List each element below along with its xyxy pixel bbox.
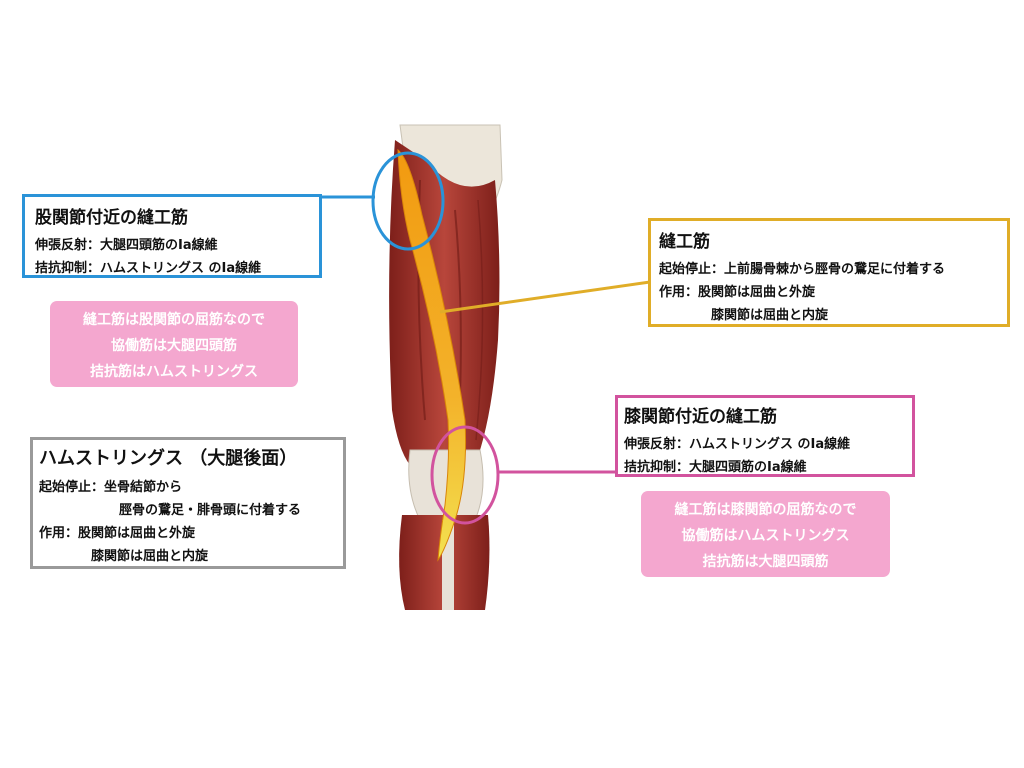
hip-note-line3: 拮抗筋はハムストリングス xyxy=(90,364,258,380)
hamstrings-box-line1: 起始停止：坐骨結節から xyxy=(39,480,183,495)
knee-box-title: 膝関節付近の縫工筋 xyxy=(624,407,777,427)
sartorius-box: 縫工筋 起始停止：上前腸骨棘から脛骨の鵞足に付着する 作用：股関節は屈曲と外旋 … xyxy=(648,218,1010,327)
thigh-muscle-illustration xyxy=(389,124,503,610)
knee-note-line3: 拮抗筋は大腿四頭筋 xyxy=(702,554,829,570)
hip-box-title: 股関節付近の縫工筋 xyxy=(35,208,188,228)
hip-note-line2: 協働筋は大腿四頭筋 xyxy=(111,338,237,354)
hamstrings-box-line2: 脛骨の鵞足・腓骨頭に付着する xyxy=(119,503,302,518)
hip-box-line2: 拮抗抑制：ハムストリングス のⅠa線維 xyxy=(35,261,262,276)
hip-note-line1: 縫工筋は股関節の屈筋なので xyxy=(83,312,265,328)
hamstrings-box: ハムストリングス （大腿後面） 起始停止：坐骨結節から 脛骨の鵞足・腓骨頭に付着… xyxy=(30,437,346,569)
sartorius-box-line3: 膝関節は屈曲と内旋 xyxy=(711,308,829,323)
hamstrings-box-line4: 膝関節は屈曲と内旋 xyxy=(91,549,209,564)
knee-note: 縫工筋は膝関節の屈筋なので 協働筋はハムストリングス 拮抗筋は大腿四頭筋 xyxy=(641,491,890,577)
hip-box-line1: 伸張反射：大腿四頭筋のⅠa線維 xyxy=(35,238,218,253)
knee-box-line2: 拮抗抑制：大腿四頭筋のⅠa線維 xyxy=(624,460,807,475)
knee-note-line1: 縫工筋は膝関節の屈筋なので xyxy=(674,502,857,518)
sartorius-box-line2: 作用：股関節は屈曲と外旋 xyxy=(659,285,816,300)
hamstrings-box-title: ハムストリングス （大腿後面） xyxy=(39,448,298,469)
sartorius-box-line1: 起始停止：上前腸骨棘から脛骨の鵞足に付着する xyxy=(659,262,946,277)
hamstrings-box-line3: 作用：股関節は屈曲と外旋 xyxy=(39,526,196,541)
hip-note: 縫工筋は股関節の屈筋なので 協働筋は大腿四頭筋 拮抗筋はハムストリングス xyxy=(50,301,298,387)
hip-sartorius-box: 股関節付近の縫工筋 伸張反射：大腿四頭筋のⅠa線維 拮抗抑制：ハムストリングス … xyxy=(22,194,322,278)
knee-sartorius-box: 膝関節付近の縫工筋 伸張反射：ハムストリングス のⅠa線維 拮抗抑制：大腿四頭筋… xyxy=(615,395,915,477)
knee-box-line1: 伸張反射：ハムストリングス のⅠa線維 xyxy=(624,437,851,452)
knee-note-line2: 協働筋はハムストリングス xyxy=(681,528,850,544)
sartorius-box-title: 縫工筋 xyxy=(659,232,710,252)
